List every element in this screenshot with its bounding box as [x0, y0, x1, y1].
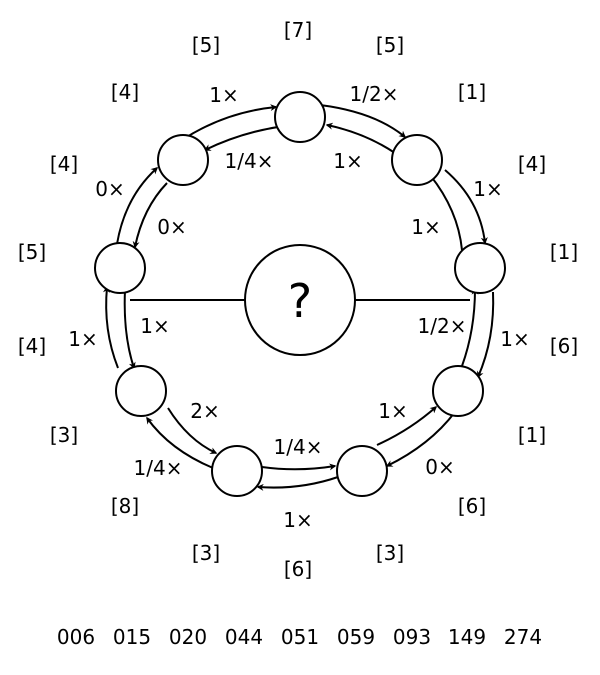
center-question-mark: ?: [288, 274, 312, 328]
arrow-label-ia-out: 1×: [209, 83, 238, 107]
arrow-label-fg-out: 1/4×: [134, 456, 183, 480]
answer-option[interactable]: 020: [169, 625, 207, 649]
arrow-i-to-h: [132, 182, 168, 249]
answer-option[interactable]: 274: [504, 625, 542, 649]
answer-option[interactable]: 006: [57, 625, 95, 649]
answer-option[interactable]: 059: [337, 625, 375, 649]
arrow-g-to-f: [167, 407, 218, 454]
arrow-b-to-a: [325, 122, 396, 154]
bracket-label: [4]: [518, 152, 546, 176]
arrow-f-to-g: [146, 416, 214, 469]
arrow-c-to-b: [429, 173, 463, 251]
bracket-label: [3]: [192, 541, 220, 565]
bracket-label: [5]: [192, 33, 220, 57]
bracket-label: [1]: [550, 240, 578, 264]
center-node: [244, 244, 356, 356]
arrow-label-gh-in: 1×: [140, 314, 169, 338]
arrow-e-to-f: [256, 476, 339, 491]
bracket-label: [1]: [518, 423, 546, 447]
arrow-d-to-c: [461, 287, 479, 367]
arrow-label-cd-out: 1×: [500, 327, 529, 351]
ring-node-a: [274, 91, 326, 143]
arrows: [102, 104, 495, 491]
bracket-label: [4]: [18, 334, 46, 358]
arrow-i-to-a: [181, 104, 278, 141]
answer-option[interactable]: 044: [225, 625, 263, 649]
arrow-f-to-e: [261, 463, 337, 471]
bracket-label: [8]: [111, 494, 139, 518]
arrow-h-to-i: [116, 167, 159, 245]
answer-option[interactable]: 149: [448, 625, 486, 649]
arrow-a-to-i: [203, 126, 279, 151]
arrow-label-gh-out: 1×: [68, 327, 97, 351]
arrow-g-to-h: [102, 285, 119, 369]
arrow-label-ab-out: 1/2×: [350, 82, 399, 106]
arrow-label-ef-out: 1×: [283, 508, 312, 532]
arrow-label-ia-in: 1/4×: [225, 149, 274, 173]
ring-node-f: [211, 445, 263, 497]
bracket-label: [4]: [50, 152, 78, 176]
ring-node-i: [157, 134, 209, 186]
arrow-a-to-b: [319, 104, 407, 138]
answer-options: 006 015 020 044 051 059 093 149 274: [57, 625, 542, 649]
arrow-label-bc-out: 1×: [473, 177, 502, 201]
bracket-label: [6]: [550, 334, 578, 358]
ring-node-b: [391, 134, 443, 186]
arrow-d-to-e: [385, 411, 456, 467]
arrow-h-to-g: [123, 289, 136, 370]
bracket-label: [4]: [111, 80, 139, 104]
bracket-label: [3]: [50, 423, 78, 447]
ring-node-h: [94, 242, 146, 294]
arrow-labels: 1/2× 1× 1× 1× 1× 1/2× 0× 1× 1× 1/4× 1/4×…: [68, 82, 529, 532]
arrow-label-hi-in: 0×: [157, 215, 186, 239]
arrow-label-ab-in: 1×: [333, 149, 362, 173]
arrow-label-ef-in: 1/4×: [274, 435, 323, 459]
arrow-e-to-d: [376, 406, 438, 446]
bracket-label: [3]: [376, 541, 404, 565]
answer-option[interactable]: 051: [281, 625, 319, 649]
arrow-label-de-in: 1×: [378, 399, 407, 423]
arrow-label-de-out: 0×: [425, 455, 454, 479]
ring-node-g: [115, 365, 167, 417]
bracket-label: [7]: [284, 18, 312, 42]
ring-node-c: [454, 242, 506, 294]
bracket-label: [5]: [18, 240, 46, 264]
answer-option[interactable]: 093: [393, 625, 431, 649]
bracket-label: [1]: [458, 80, 486, 104]
bracket-labels: [7] [5] [1] [4] [1] [6] [1] [6] [3] [6] …: [18, 18, 578, 581]
arrow-c-to-d: [477, 291, 495, 379]
arrow-label-bc-in: 1×: [411, 215, 440, 239]
arrow-label-cd-in: 1/2×: [418, 314, 467, 338]
ring-node-e: [336, 445, 388, 497]
arrow-label-hi-out: 0×: [95, 177, 124, 201]
answer-option[interactable]: 015: [113, 625, 151, 649]
bracket-label: [6]: [458, 494, 486, 518]
ring-nodes: [94, 91, 506, 497]
bracket-label: [6]: [284, 557, 312, 581]
arrow-label-fg-in: 2×: [190, 399, 219, 423]
arrow-b-to-c: [444, 169, 488, 245]
bracket-label: [5]: [376, 33, 404, 57]
ring-node-d: [432, 365, 484, 417]
